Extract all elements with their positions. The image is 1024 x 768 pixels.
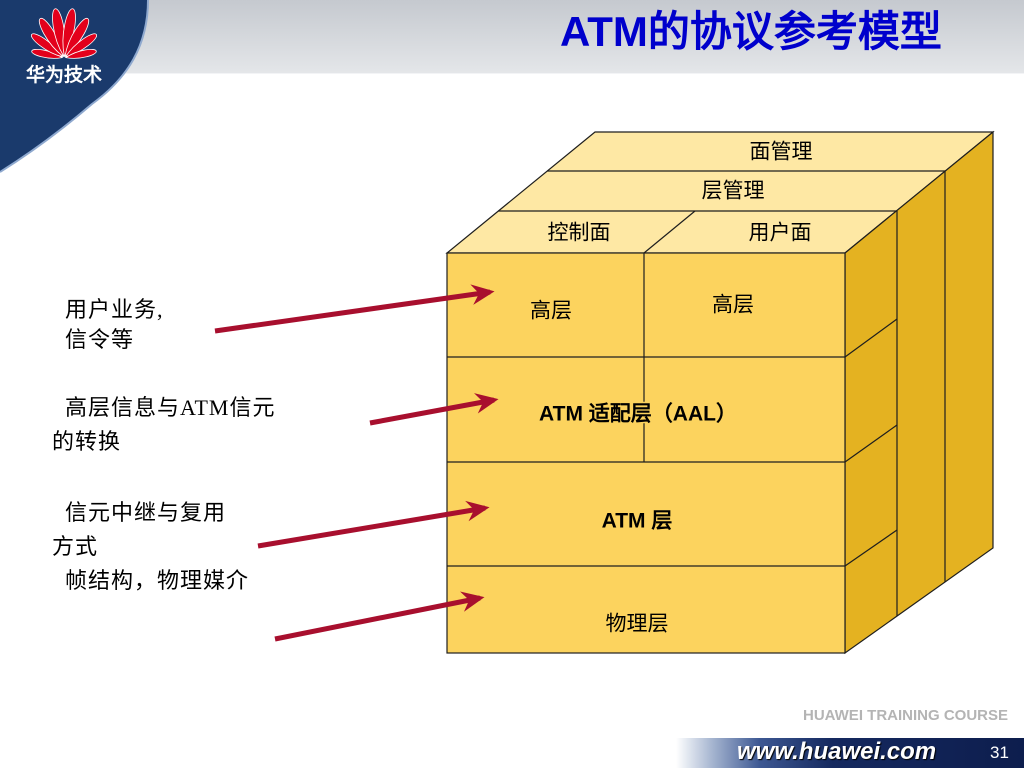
footer-band [676,738,1024,768]
label-user-plane: 用户面 [749,222,812,245]
annotation-arrow-2 [369,393,499,426]
website-url: www.huawei.com [737,738,937,765]
annotation-1-line-2: 信令等 [65,327,135,352]
header-band [0,0,1024,73]
annotation-3-line-2: 方式 [52,534,99,559]
brand-swoosh-edge [0,0,149,173]
annotation-1-line-1: 用户业务, [65,297,164,322]
huawei-logo-icon [31,8,97,59]
atm-reference-model-diagram: 面管理 层管理 控制面 用户面 高层 高层 ATM 适配层（AAL） ATM 层… [445,130,995,655]
annotation-arrow-3 [257,500,490,549]
annotation-arrows [214,284,499,642]
label-control-plane: 控制面 [548,222,611,245]
annotation-4-line-1: 帧结构，物理媒介 [65,568,250,593]
label-plane-management: 面管理 [750,141,813,164]
annotation-3-line-1: 信元中继与复用 [65,500,227,525]
course-name: HUAWEI TRAINING COURSE [802,707,1008,724]
label-higher-layer-control: 高层 [530,300,572,323]
label-layer-management: 层管理 [702,180,765,203]
label-physical-layer: 物理层 [606,613,669,636]
label-aal-layer: ATM 适配层（AAL） [539,402,737,426]
page-number: 31 [990,743,1009,762]
label-atm-layer: ATM 层 [602,510,673,533]
annotation-arrow-1 [214,284,495,334]
annotation-arrow-4 [274,591,485,642]
front-face [446,252,846,654]
side-row-divider-1 [844,318,898,358]
page-title: ATM的协议参考模型 [560,8,942,55]
top-divider-control-user [643,210,696,254]
annotation-2-line-2: 的转换 [52,429,122,454]
label-higher-layer-user: 高层 [712,294,754,317]
annotation-2-line-1: 高层信息与ATM信元 [65,395,276,420]
logo-petal [64,49,97,59]
side-row-divider-3 [844,529,898,567]
side-row-divider-2 [844,424,898,463]
logo-text: 华为技术 [25,65,102,86]
